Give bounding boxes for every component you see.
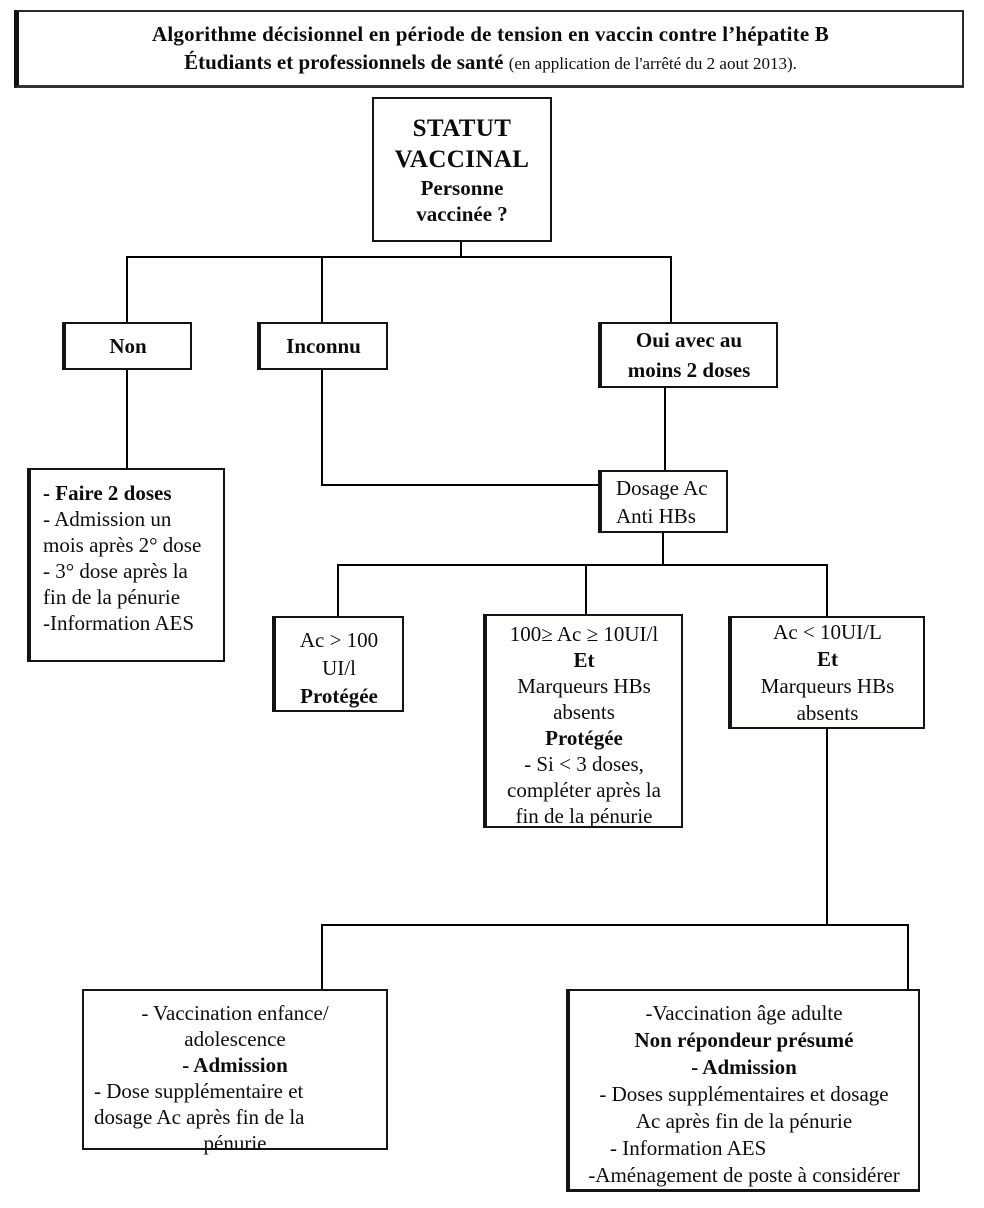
node-enfance-line: - Vaccination enfance/ xyxy=(141,1001,329,1025)
node-ac-100-10-line: compléter après la xyxy=(507,778,661,802)
node-ac10-line: Marqueurs HBs xyxy=(760,673,895,698)
node-enfance-line: adolescence xyxy=(184,1027,286,1051)
connector-drop-ac100 xyxy=(337,564,339,616)
connector-non-to-action xyxy=(126,370,128,468)
node-adulte-line: Non répondeur présumé xyxy=(634,1028,854,1052)
node-ac10-line: Et xyxy=(817,646,838,671)
connector-top-horizontal xyxy=(126,256,672,258)
node-ac100-line: Protégée xyxy=(300,684,378,708)
node-ac-100-a-10: 100≥ Ac ≥ 10UI/l Et Marqueurs HBs absent… xyxy=(483,614,683,828)
node-adulte-line: - Admission xyxy=(691,1055,797,1079)
node-adulte-line: -Vaccination âge adulte xyxy=(645,1001,843,1025)
connector-dosage-stub xyxy=(662,533,664,566)
node-ac-100-10-line: absents xyxy=(553,700,615,724)
node-ac-100-10-line: Protégée xyxy=(545,726,623,750)
node-oui-line: moins 2 doses xyxy=(627,358,751,382)
connector-statut-stub xyxy=(460,240,462,258)
node-ac-sup-100: Ac > 100 UI/l Protégée xyxy=(272,616,404,712)
title-line-2-note: (en application de l'arrêté du 2 aout 20… xyxy=(508,53,797,73)
node-oui-line: Oui avec au xyxy=(635,328,743,352)
node-vaccination-enfance: - Vaccination enfance/ adolescence - Adm… xyxy=(82,989,388,1155)
node-dosage-ac-anti-hbs: Dosage Ac Anti HBs xyxy=(598,470,728,533)
title-line-2: Étudiants et professionnels de santé (en… xyxy=(184,48,797,78)
node-inconnu-label: Inconnu xyxy=(286,334,361,358)
node-statut-line: STATUT xyxy=(412,114,512,142)
node-faire-line: fin de la pénurie xyxy=(43,585,181,609)
connector-mid-horizontal xyxy=(337,564,828,566)
connector-ac10-down xyxy=(826,729,828,926)
connector-inconnu-to-dosage xyxy=(321,484,598,486)
node-faire-line: mois après 2° dose xyxy=(43,533,202,557)
node-ac10-line: Ac < 10UI/L xyxy=(773,619,882,644)
node-inconnu: Inconnu xyxy=(257,322,388,370)
node-dosage-line: Anti HBs xyxy=(616,503,696,528)
title-line-2-bold: Étudiants et professionnels de santé xyxy=(184,49,504,74)
node-oui-2-doses: Oui avec au moins 2 doses xyxy=(598,322,778,388)
connector-inconnu-down xyxy=(321,370,323,486)
node-enfance-line: - Dose supplémentaire et xyxy=(94,1079,304,1103)
node-non: Non xyxy=(62,322,192,370)
node-ac10-line: absents xyxy=(796,700,859,725)
title-line-1: Algorithme décisionnel en période de ten… xyxy=(151,21,830,46)
node-ac-100-10-line: Marqueurs HBs xyxy=(517,674,651,698)
node-ac100-line: Ac > 100 xyxy=(299,628,379,652)
connector-drop-inconnu xyxy=(321,256,323,322)
connector-bottom-horizontal xyxy=(321,924,909,926)
connector-drop-adulte xyxy=(907,924,909,989)
node-faire-2-doses: - Faire 2 doses - Admission un mois aprè… xyxy=(27,468,225,662)
node-ac100-line: UI/l xyxy=(322,656,356,680)
connector-drop-enfance xyxy=(321,924,323,989)
node-adulte-line: - Doses supplémentaires et dosage xyxy=(599,1082,889,1106)
node-statut-line: VACCINAL xyxy=(394,145,530,173)
node-faire-line: - 3° dose après la xyxy=(43,559,188,583)
connector-drop-oui xyxy=(670,256,672,322)
node-enfance-line: pénurie xyxy=(203,1131,267,1155)
node-statut-line: Personne xyxy=(420,175,504,200)
node-ac-inf-10: Ac < 10UI/L Et Marqueurs HBs absents xyxy=(728,616,925,729)
connector-oui-to-dosage xyxy=(664,388,666,470)
connector-drop-non xyxy=(126,256,128,322)
node-faire-line: - Faire 2 doses xyxy=(43,481,172,505)
node-ac-100-10-line: Et xyxy=(573,648,595,672)
node-dosage-line: Dosage Ac xyxy=(616,475,708,500)
node-faire-line: - Admission un xyxy=(43,507,172,531)
node-ac-100-10-line: - Si < 3 doses, xyxy=(524,752,644,776)
node-ac-100-10-line: fin de la pénurie xyxy=(515,804,653,828)
connector-drop-ac100-10 xyxy=(585,564,587,614)
node-non-label: Non xyxy=(109,334,147,358)
node-adulte-line: Ac après fin de la pénurie xyxy=(635,1109,853,1133)
node-statut-line: vaccinée ? xyxy=(416,201,508,226)
node-adulte-line: -Aménagement de poste à considérer xyxy=(588,1163,900,1187)
node-adulte-line: - Information AES xyxy=(610,1136,767,1160)
title-box: Algorithme décisionnel en période de ten… xyxy=(14,10,964,88)
node-enfance-line: dosage Ac après fin de la xyxy=(94,1105,305,1129)
node-enfance-line: - Admission xyxy=(182,1053,288,1077)
connector-drop-ac10 xyxy=(826,564,828,616)
node-vaccination-adulte: -Vaccination âge adulte Non répondeur pr… xyxy=(566,989,920,1192)
node-statut-vaccinal: STATUT VACCINAL Personne vaccinée ? xyxy=(372,97,552,242)
node-ac-100-10-line: 100≥ Ac ≥ 10UI/l xyxy=(509,622,659,646)
node-faire-line: -Information AES xyxy=(43,611,195,635)
